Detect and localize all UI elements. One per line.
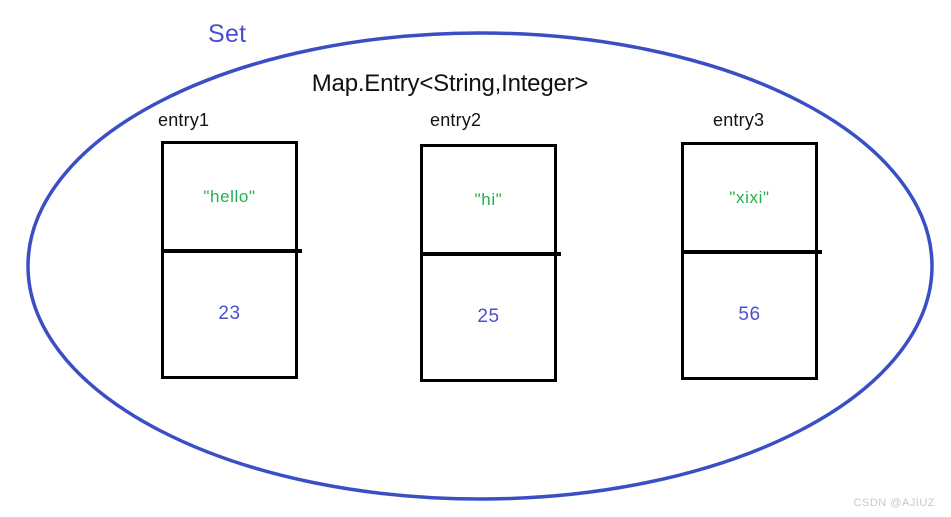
set-label: Set xyxy=(208,20,247,48)
entry-key-text-2: "hi" xyxy=(474,189,503,209)
entry-key-cell-1: "hello" xyxy=(164,144,295,249)
entry-value-cell-1: 23 xyxy=(164,252,295,376)
entry-value-cell-3: 56 xyxy=(684,253,815,377)
entry-box-2: "hi" 25 xyxy=(420,144,561,382)
entry-key-text-1: "hello" xyxy=(203,186,256,206)
watermark: CSDN @AJIUZ xyxy=(853,497,935,509)
entry-value-cell-2: 25 xyxy=(423,255,554,379)
entry-divider-2 xyxy=(420,252,561,256)
entry-label-1: entry1 xyxy=(158,110,210,130)
entry-key-text-3: "xixi" xyxy=(729,187,770,207)
entry-box-3: "xixi" 56 xyxy=(681,142,822,380)
page-title: Map.Entry<String,Integer> xyxy=(311,70,589,97)
entry-divider-1 xyxy=(161,249,302,253)
entry-key-cell-2: "hi" xyxy=(423,147,554,252)
entry-label-3: entry3 xyxy=(713,110,765,130)
entry-value-text-2: 25 xyxy=(477,306,500,327)
entry-label-2: entry2 xyxy=(430,110,482,130)
entry-divider-3 xyxy=(681,250,822,254)
entry-box-1: "hello" 23 xyxy=(161,141,302,379)
entry-key-cell-3: "xixi" xyxy=(684,145,815,250)
entry-value-text-1: 23 xyxy=(218,303,241,324)
entry-value-text-3: 56 xyxy=(738,304,761,325)
